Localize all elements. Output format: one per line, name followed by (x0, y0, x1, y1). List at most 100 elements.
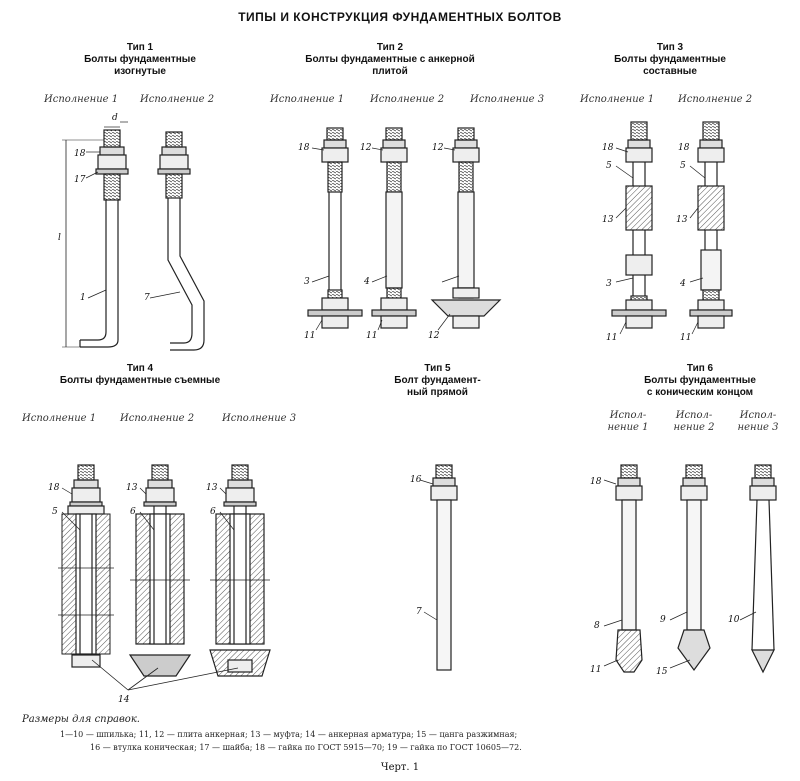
type-5-desc-line1: Болт фундамент- (394, 375, 481, 386)
t1-variant-1: Исполнение 1 (44, 94, 119, 105)
t5-callout-7: 7 (416, 607, 422, 617)
t6-variant-2-line1: Испол- (675, 410, 713, 421)
t2-callout-3: 3 (304, 277, 310, 287)
t4-callout-14: 14 (118, 695, 130, 705)
t3-variant-1: Исполнение 1 (580, 94, 655, 105)
t3-callout-5a: 5 (606, 161, 612, 171)
t1-bolt-2 (157, 131, 205, 351)
notes-line-1: 1—10 — шпилька; 11, 12 — плита анкерная;… (60, 730, 518, 739)
type-4-name: Тип 4 (126, 363, 154, 374)
leader-lines (61, 147, 757, 669)
t4-callout-13a: 13 (126, 483, 138, 493)
t6-variant-2-line2: нение 2 (673, 422, 715, 433)
type-4-desc-line1: Болты фундаментные съемные (59, 375, 221, 386)
t4-callout-18: 18 (48, 483, 60, 493)
t6-callout-18: 18 (590, 477, 602, 487)
type-6-name: Тип 6 (686, 363, 714, 374)
type-1-name: Тип 1 (126, 42, 154, 53)
t3-bolt-1 (611, 121, 667, 329)
type-3-name: Тип 3 (656, 42, 684, 53)
t6-callout-15: 15 (656, 667, 668, 677)
t6-variant-3-line1: Испол- (739, 410, 777, 421)
t6-callout-9: 9 (660, 615, 666, 625)
t1-callout-17: 17 (74, 175, 86, 185)
t2-bolt-1 (307, 127, 363, 329)
type-1-desc-line1: Болты фундаментные (84, 54, 196, 65)
type-3-desc-line1: Болты фундаментные (614, 54, 726, 65)
type-1-heading: Тип 1 Болты фундаментные изогнутые (60, 42, 220, 78)
t3-callout-5b: 5 (680, 161, 686, 171)
t4-callout-6b: 6 (210, 507, 216, 517)
t3-bolt-2 (689, 121, 733, 329)
t1-bolt-1 (62, 121, 129, 348)
t4-leader-14 (91, 659, 239, 691)
type-5-desc-line2: ный прямой (407, 387, 468, 398)
t3-callout-13a: 13 (602, 215, 614, 225)
t3-callout-18a: 18 (602, 143, 614, 153)
t3-callout-18b: 18 (678, 143, 690, 153)
type-2-name: Тип 2 (376, 42, 404, 53)
t2-callout-12a: 12 (360, 143, 372, 153)
type-4-heading: Тип 4 Болты фундаментные съемные (40, 363, 240, 387)
type-6-heading: Тип 6 Болты фундаментные с коническим ко… (620, 363, 780, 399)
t1-dim-l: l (58, 233, 61, 243)
t4-callout-13b: 13 (206, 483, 218, 493)
t4-variant-2: Исполнение 2 (120, 413, 195, 424)
t2-bolt-2 (371, 127, 417, 329)
t2-variant-3: Исполнение 3 (470, 94, 545, 105)
t4-bolt-1 (58, 464, 114, 668)
t6-variant-1-line1: Испол- (609, 410, 647, 421)
t1-callout-1: 1 (80, 293, 86, 303)
t6-variant-1-line2: нение 1 (607, 422, 649, 433)
t1-variant-2: Исполнение 2 (140, 94, 215, 105)
t6-callout-8: 8 (594, 621, 600, 631)
type-2-desc-line2: плитой (372, 66, 408, 77)
t2-callout-4: 4 (363, 277, 370, 287)
t3-callout-13b: 13 (676, 215, 688, 225)
t4-callout-6a: 6 (130, 507, 136, 517)
t4-callout-5: 5 (52, 507, 58, 517)
t3-callout-4: 4 (679, 279, 686, 289)
t2-bolt-3 (430, 127, 502, 329)
t1-callout-7: 7 (144, 293, 150, 303)
t6-variant-3-line2: нение 3 (737, 422, 779, 433)
t6-variant-3: Испол- нение 3 (728, 410, 788, 434)
t3-callout-3: 3 (606, 279, 612, 289)
notes-heading: Размеры для справок. (22, 714, 140, 725)
t5-callout-16: 16 (410, 475, 422, 485)
type-6-desc-line2: с коническим концом (646, 387, 754, 398)
t6-variant-2: Испол- нение 2 (664, 410, 724, 434)
page-title: ТИПЫ И КОНСТРУКЦИЯ ФУНДАМЕНТНЫХ БОЛТОВ (238, 10, 562, 24)
t6-callout-10: 10 (728, 615, 740, 625)
t2-variant-2: Исполнение 2 (370, 94, 445, 105)
type-5-heading: Тип 5 Болт фундамент- ный прямой (370, 363, 505, 399)
t3-callout-11a: 11 (606, 333, 617, 343)
t4-variant-3: Исполнение 3 (222, 413, 297, 424)
type-3-desc-line2: составные (643, 66, 697, 77)
type-2-heading: Тип 2 Болты фундаментные с анкерной плит… (270, 42, 510, 78)
t2-callout-18: 18 (298, 143, 310, 153)
type-6-desc-line1: Болты фундаментные (644, 375, 756, 386)
t1-callout-18: 18 (74, 149, 86, 159)
type-3-heading: Тип 3 Болты фундаментные составные (595, 42, 745, 78)
t2-callout-11a: 11 (304, 331, 315, 341)
t6-callout-11: 11 (590, 665, 601, 675)
type-2-desc-line1: Болты фундаментные с анкерной (305, 54, 475, 65)
t2-callout-11b: 11 (366, 331, 377, 341)
t2-callout-12c: 12 (428, 331, 440, 341)
t4-bolt-3 (209, 464, 271, 677)
t3-callout-11b: 11 (680, 333, 691, 343)
t3-variant-2: Исполнение 2 (678, 94, 753, 105)
t6-variant-1: Испол- нение 1 (598, 410, 658, 434)
t2-callout-12b: 12 (432, 143, 444, 153)
t2-variant-1: Исполнение 1 (270, 94, 345, 105)
t6-bolt-2 (677, 464, 711, 672)
t6-bolt-1 (615, 464, 643, 673)
callout-numbers: d l 18 17 1 7 18 12 12 3 4 11 11 12 18 5… (48, 113, 740, 705)
figure-caption: Черт. 1 (380, 762, 420, 773)
t5-bolt (430, 464, 458, 671)
t4-variant-1: Исполнение 1 (22, 413, 97, 424)
t6-bolt-3 (749, 464, 777, 674)
